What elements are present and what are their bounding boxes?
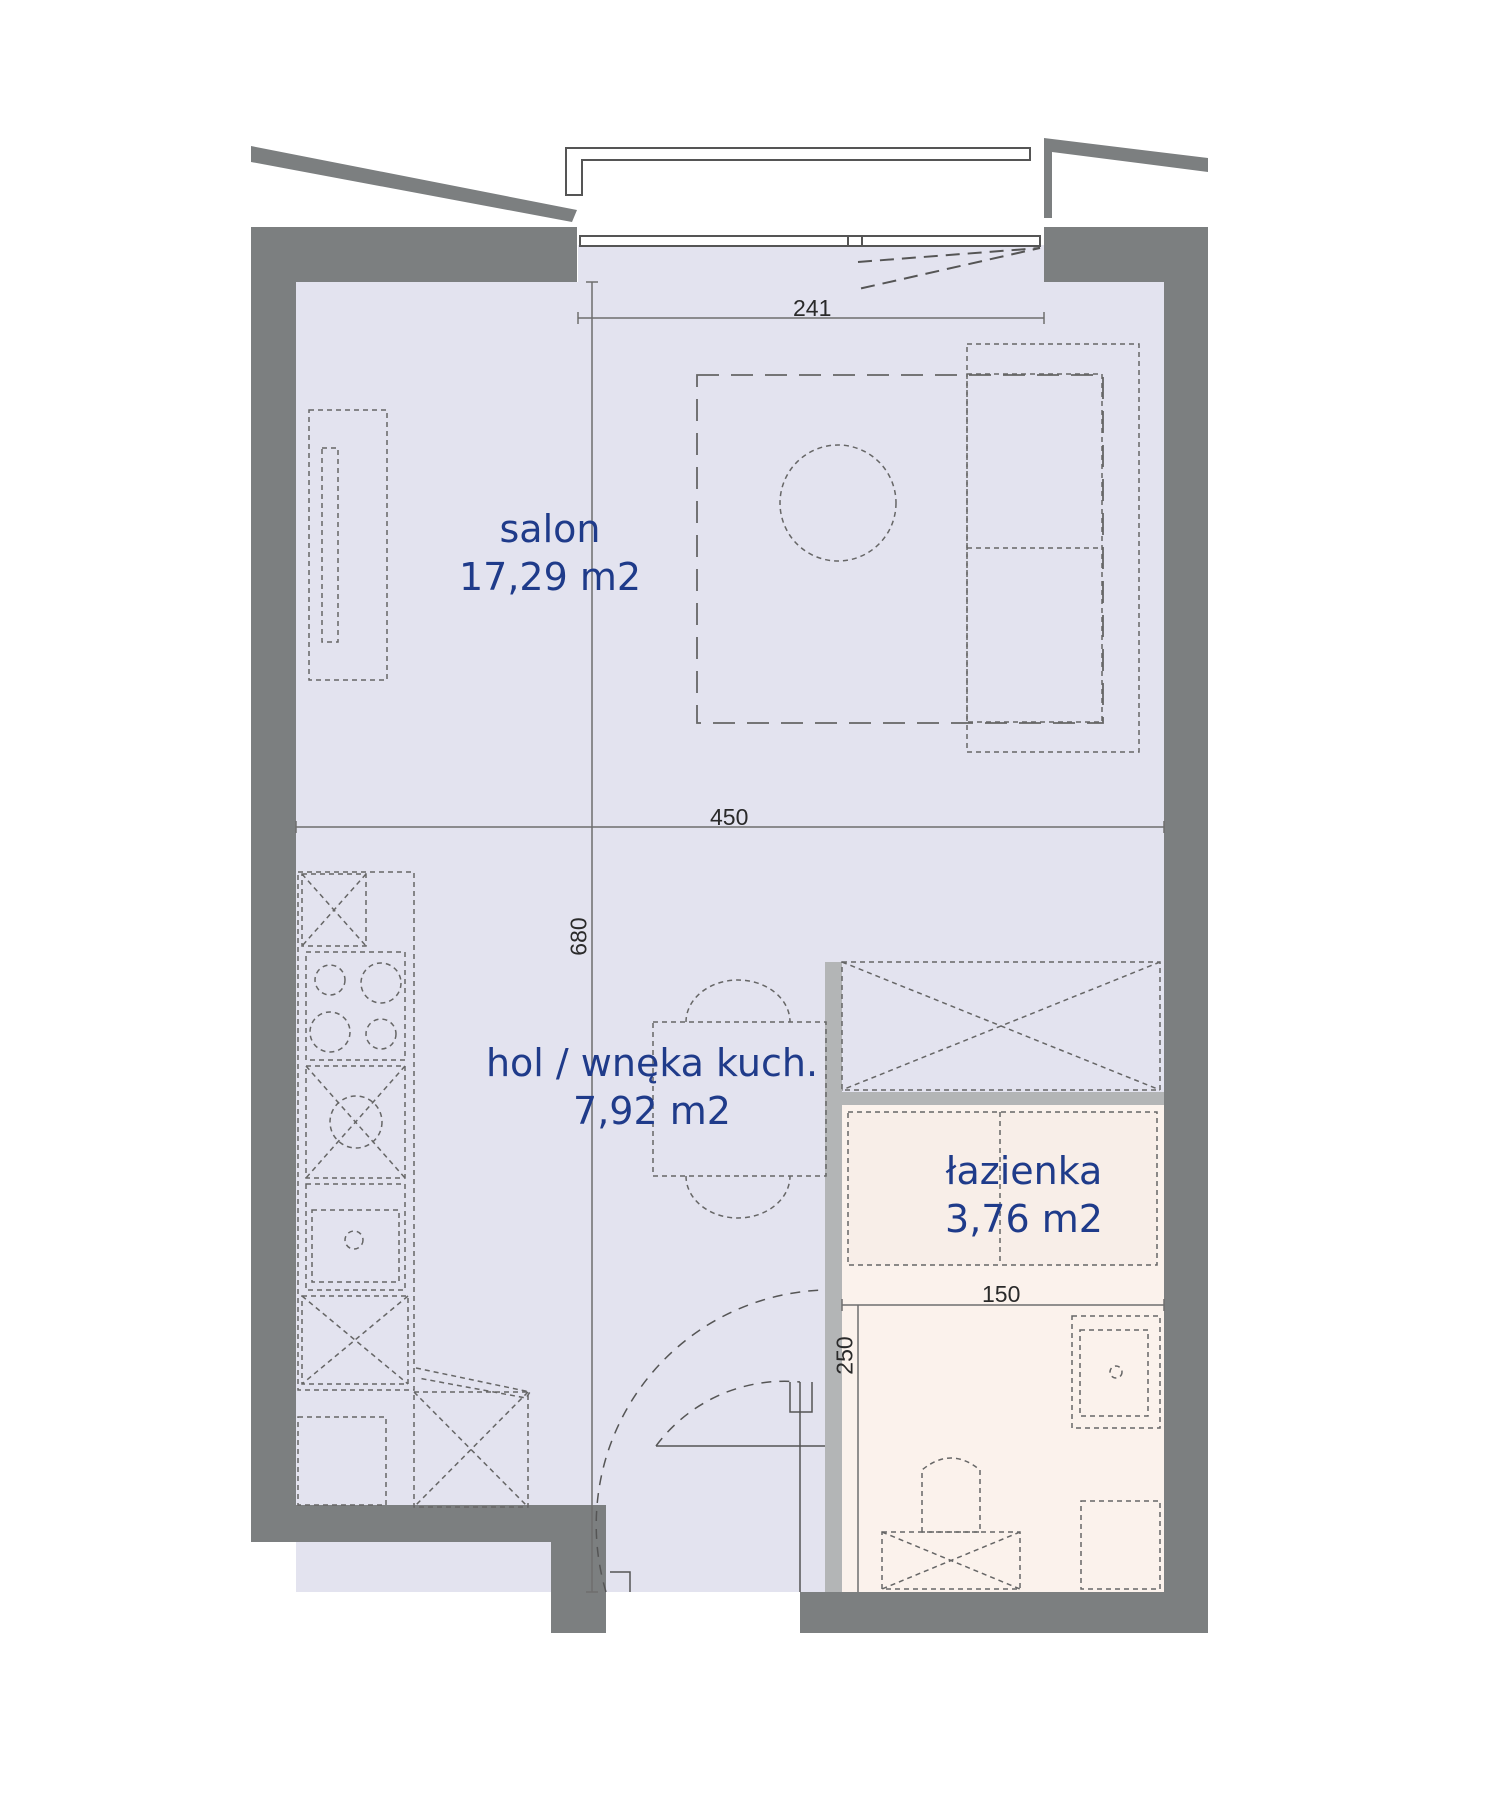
balcony [251, 138, 1208, 222]
room-name-hol: hol / wnęka kuch. [485, 1041, 819, 1085]
room-area-lazienka: 3,76 m2 [945, 1196, 1103, 1241]
dimension-lines [295, 281, 1165, 1593]
rug [696, 374, 1104, 724]
room-label-lazienka: łazienka 3,76 m2 [914, 1148, 1134, 1243]
doors [595, 1289, 826, 1593]
dimension-window-width: 241 [793, 295, 832, 321]
hall-closet [841, 961, 1161, 1091]
fridge [297, 1416, 387, 1506]
toilet [881, 1457, 1021, 1590]
room-label-salon: salon 17,29 m2 [440, 506, 660, 601]
balcony-window [579, 235, 1041, 291]
washbasin [1071, 1315, 1161, 1429]
dimension-bath-width: 150 [982, 1281, 1021, 1307]
entrance-recess-floor [578, 245, 1044, 285]
room-label-hol: hol / wnęka kuch. 7,92 m2 [452, 1040, 852, 1135]
dining-table [652, 979, 827, 1219]
shower [847, 1111, 1158, 1266]
room-area-salon: 17,29 m2 [458, 554, 642, 599]
bathroom-upper-floor [848, 1112, 1157, 1265]
tv-cabinet [308, 409, 388, 681]
room-name-lazienka: łazienka [945, 1149, 1103, 1193]
room-name-salon: salon [499, 507, 601, 551]
dimension-room-width: 450 [710, 804, 749, 830]
wardrobe-unit [413, 1367, 532, 1508]
walls [251, 227, 1208, 1633]
bath-shaft [1080, 1500, 1161, 1590]
dimension-bath-length: 250 [831, 1336, 858, 1375]
coffee-table [779, 444, 897, 562]
kitchen-counter [297, 871, 415, 1391]
dimension-room-length: 680 [565, 917, 592, 956]
room-area-hol: 7,92 m2 [573, 1088, 731, 1133]
sofa [966, 343, 1140, 753]
